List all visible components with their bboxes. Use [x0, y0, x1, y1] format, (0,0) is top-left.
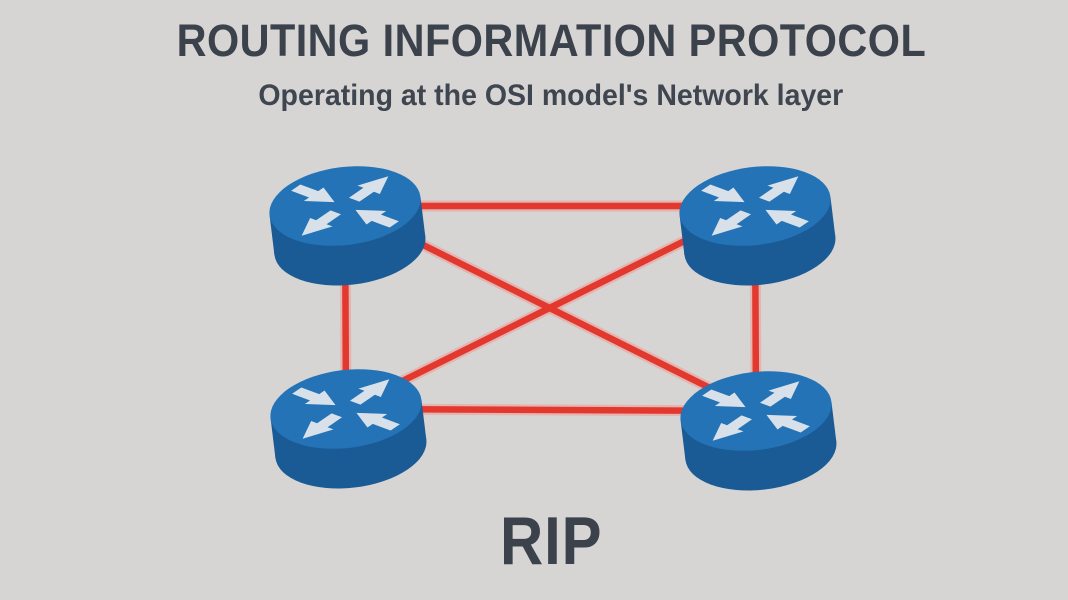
router-top-left — [264, 158, 431, 294]
router-bottom-left — [265, 361, 432, 497]
protocol-acronym-text: RIP — [499, 503, 603, 579]
page-title: ROUTING INFORMATION PROTOCOL — [17, 18, 1068, 63]
page-title-text: ROUTING INFORMATION PROTOCOL — [176, 15, 926, 66]
protocol-acronym: RIP — [17, 507, 1068, 575]
router-top-right — [674, 158, 841, 294]
page-subtitle: Operating at the OSI model's Network lay… — [17, 79, 1068, 112]
page-subtitle-text: Operating at the OSI model's Network lay… — [258, 79, 844, 112]
